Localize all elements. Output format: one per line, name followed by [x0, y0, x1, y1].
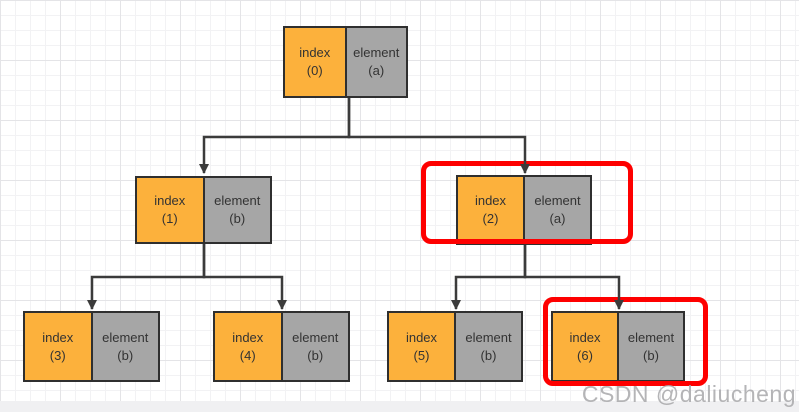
- tree-node-5[interactable]: index (5) element (b): [387, 311, 523, 382]
- edge-0-1: [199, 98, 351, 174]
- tree-node-0[interactable]: index (0) element (a): [283, 26, 408, 98]
- index-cell: index (4): [215, 313, 283, 380]
- element-cell: element (b): [456, 313, 521, 380]
- index-value: (3): [49, 347, 66, 363]
- index-label: index: [299, 45, 331, 61]
- element-label: element: [534, 193, 581, 209]
- index-value: (0): [306, 63, 323, 78]
- element-label: element: [465, 329, 512, 345]
- index-cell: index (5): [389, 313, 456, 380]
- edge-1-3: [87, 244, 206, 310]
- index-label: index: [405, 329, 438, 345]
- element-cell: element (b): [282, 313, 348, 380]
- element-cell: element (a): [346, 28, 406, 96]
- element-value: (b): [229, 211, 246, 226]
- index-value: (4): [239, 347, 256, 363]
- index-cell: index (1): [137, 178, 205, 242]
- element-cell: element (b): [204, 178, 270, 242]
- index-cell: index (2): [458, 177, 525, 243]
- tree-node-1[interactable]: index (1) element (b): [135, 176, 272, 244]
- edge-2-6: [523, 245, 624, 310]
- element-value: (a): [549, 211, 566, 226]
- index-label: index: [569, 329, 601, 345]
- csdn-watermark: CSDN @daliucheng: [581, 381, 796, 407]
- element-value: (b): [117, 347, 134, 363]
- tree-node-3[interactable]: index (3) element (b): [23, 311, 160, 382]
- index-cell: index (6): [553, 313, 619, 380]
- index-label: index: [474, 193, 507, 209]
- index-value: (2): [482, 211, 499, 226]
- element-cell: element (b): [92, 313, 158, 380]
- index-label: index: [42, 329, 74, 345]
- element-value: (b): [307, 347, 324, 363]
- tree-node-2[interactable]: index (2) element (a): [456, 175, 592, 245]
- index-label: index: [232, 329, 264, 345]
- element-label: element: [102, 329, 149, 345]
- index-value: (1): [161, 211, 178, 226]
- tree-node-4[interactable]: index (4) element (b): [213, 311, 350, 382]
- edge-2-5: [451, 245, 527, 310]
- edge-0-2: [347, 98, 530, 174]
- index-value: (5): [413, 347, 430, 363]
- index-cell: index (0): [285, 28, 347, 96]
- index-label: index: [154, 193, 186, 209]
- element-value: (b): [480, 347, 497, 363]
- bottom-gray-band: [0, 401, 799, 412]
- element-cell: element (a): [525, 177, 590, 243]
- element-value: (a): [368, 63, 385, 78]
- edge-1-4: [202, 244, 287, 310]
- element-label: element: [627, 329, 675, 345]
- element-cell: element (b): [619, 313, 683, 380]
- element-label: element: [292, 329, 339, 345]
- tree-node-6[interactable]: index (6) element (b): [551, 311, 685, 382]
- element-label: element: [353, 45, 400, 61]
- index-value: (6): [577, 347, 593, 363]
- element-label: element: [214, 193, 261, 209]
- index-cell: index (3): [25, 313, 93, 380]
- element-value: (b): [643, 347, 659, 363]
